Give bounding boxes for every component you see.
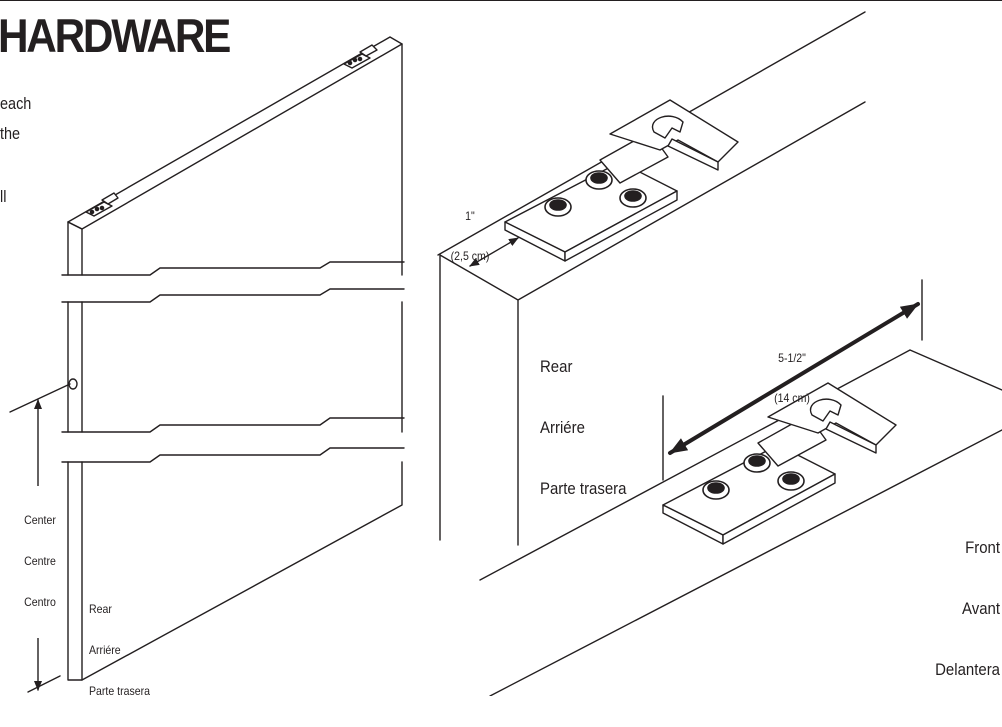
right-rear-fr: Arriére <box>540 417 585 437</box>
break-line-lower-b <box>61 447 405 463</box>
small-clip-lower <box>85 192 119 217</box>
front-label: Front Avant Delantera <box>894 497 1000 721</box>
break-line-upper-b <box>61 288 405 303</box>
intro-line-3: ll <box>0 187 7 206</box>
panel-left-edge <box>67 221 83 276</box>
front-fr: Avant <box>962 598 1000 618</box>
top-rule <box>0 0 1002 1</box>
left-rear-en: Rear <box>89 601 112 616</box>
edge-dim-inches: 1" <box>465 209 475 224</box>
spacing-dim-metric: (14 cm) <box>774 390 810 405</box>
small-clip-upper <box>343 44 378 69</box>
edge-dimension <box>469 237 519 267</box>
spacing-dim-inches: 5-1/2" <box>778 351 806 366</box>
center-es: Centro <box>24 595 56 610</box>
right-rear-es: Parte trasera <box>540 479 627 499</box>
break-line-upper-a <box>61 261 405 276</box>
right-rear-label: Rear Arriére Parte trasera <box>540 316 626 540</box>
left-rear-es: Parte trasera <box>89 684 151 699</box>
break-line-lower-a <box>61 417 405 433</box>
left-rear-fr: Arriére <box>89 642 121 657</box>
right-rear-en: Rear <box>540 356 573 376</box>
frame-panel <box>61 36 405 681</box>
section-title: HARDWARE <box>0 9 231 62</box>
center-label: Center Centre Centro <box>17 486 63 638</box>
edge-dimension-label: 1" (2,5 cm) <box>435 184 505 290</box>
hardware-instruction-diagram: HARDWARE each the ll <box>0 0 1002 698</box>
panel-right-edge <box>81 43 403 681</box>
front-en: Front <box>965 537 1000 557</box>
intro-line-2: the <box>0 124 21 143</box>
center-fr: Centre <box>24 553 56 568</box>
diagram-drawing <box>9 11 1002 696</box>
center-en: Center <box>24 512 56 527</box>
rear-hanger <box>504 99 739 262</box>
spacing-dimension <box>662 279 923 481</box>
spacing-dimension-label: 5-1/2" (14 cm) <box>757 326 827 432</box>
front-es: Delantera <box>935 660 1000 680</box>
intro-line-1: each <box>0 94 32 113</box>
left-rear-label: Rear Arriére Parte trasera <box>89 575 150 727</box>
edge-dim-metric: (2,5 cm) <box>450 248 490 263</box>
